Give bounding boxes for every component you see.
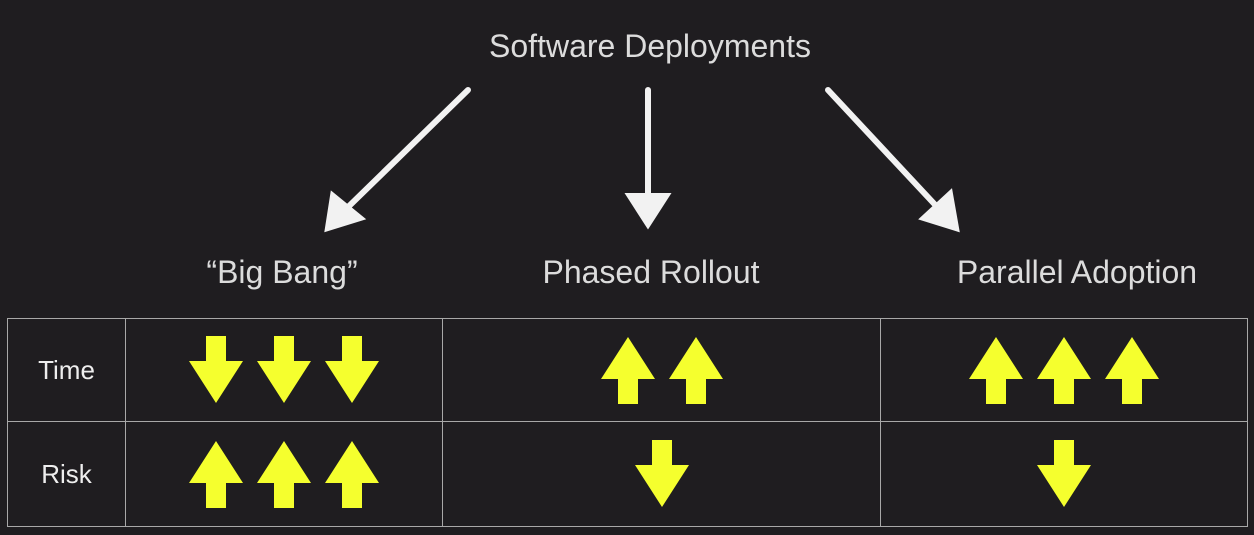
down-arrow-icon <box>1037 440 1091 507</box>
cell-parallel-time <box>880 318 1248 422</box>
cell-big-bang-time <box>125 318 443 422</box>
arrowhead-parallel <box>918 188 960 233</box>
up-arrow-icon <box>1105 337 1159 404</box>
down-arrow-icon <box>257 336 311 403</box>
cell-big-bang-risk <box>125 421 443 527</box>
flow-arrows <box>324 87 960 233</box>
up-arrow-icon <box>325 441 379 508</box>
up-arrow-icon <box>668 337 723 404</box>
row-time: Time <box>7 318 1248 422</box>
up-arrow-icon <box>1037 337 1091 404</box>
row-label-time: Time <box>7 318 126 422</box>
arrow-to-parallel <box>825 87 943 213</box>
row-label-risk: Risk <box>7 421 126 527</box>
down-arrow-icon <box>325 336 379 403</box>
arrowhead-phased <box>624 193 672 230</box>
up-arrow-icon <box>969 337 1023 404</box>
option-big-bang: “Big Bang” <box>206 254 358 290</box>
row-risk: Risk <box>7 421 1248 527</box>
cell-phased-time <box>442 318 881 422</box>
arrowhead-big-bang <box>324 190 367 233</box>
cell-parallel-risk <box>880 421 1248 527</box>
down-arrow-icon <box>634 440 689 507</box>
arrow-to-big-bang <box>342 87 471 213</box>
up-arrow-icon <box>189 441 243 508</box>
comparison-table: Time Risk <box>7 318 1248 527</box>
up-arrow-icon <box>600 337 655 404</box>
option-parallel-adoption: Parallel Adoption <box>956 254 1198 290</box>
up-arrow-icon <box>257 441 311 508</box>
option-phased-rollout: Phased Rollout <box>542 254 760 290</box>
down-arrow-icon <box>189 336 243 403</box>
cell-phased-risk <box>442 421 881 527</box>
diagram-title: Software Deployments <box>489 28 811 64</box>
